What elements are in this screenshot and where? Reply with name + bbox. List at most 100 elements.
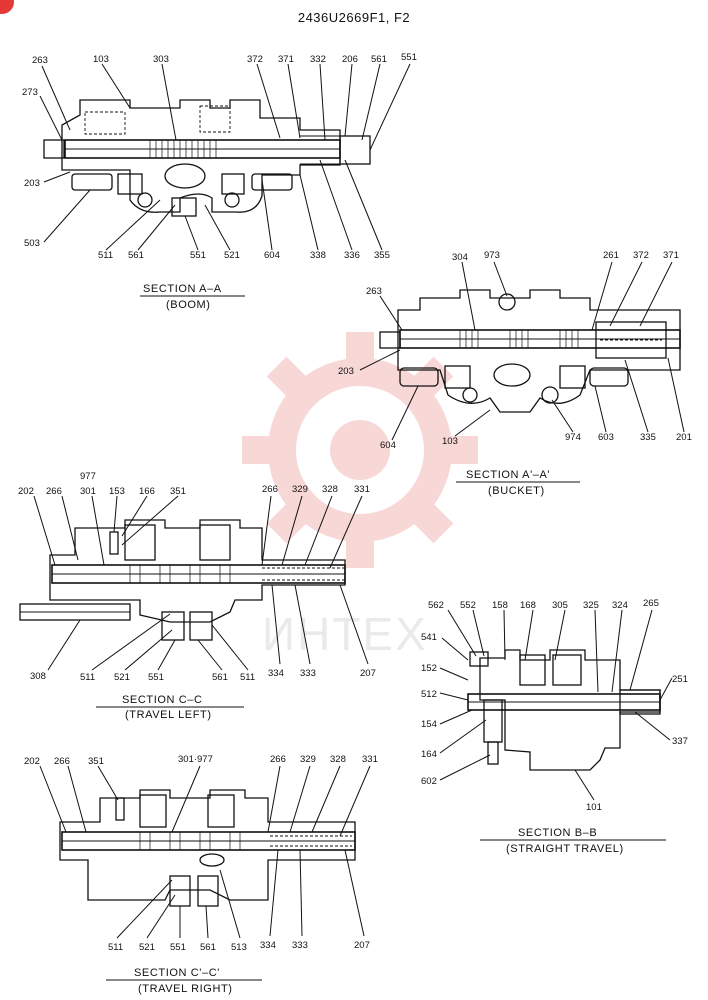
section-cc-drawing	[19, 519, 346, 641]
part-label: 301	[80, 486, 96, 497]
part-label: 551	[401, 52, 417, 63]
part-label: 266	[46, 486, 62, 497]
part-label: 332	[310, 54, 326, 65]
part-label: 604	[380, 440, 396, 451]
watermark-gear-logo: ИНТЕХ	[242, 332, 478, 660]
part-label: 973	[484, 250, 500, 261]
section-aa-labels: 263 273 103 303 372 371 332 206 561 551 …	[22, 52, 417, 261]
part-label: 263	[366, 286, 382, 297]
part-label: 551	[148, 672, 164, 683]
section-aap-leaders	[359, 261, 685, 441]
section-aap-caption: SECTION A'–A' (BUCKET)	[456, 469, 580, 497]
part-label: 325	[583, 600, 599, 611]
part-label: 333	[300, 668, 316, 679]
section-ccp-labels: 202 266 351 301·977 266 329 328 331 511 …	[24, 754, 378, 953]
part-label: 101	[586, 802, 602, 813]
section-title: SECTION B–B	[518, 827, 597, 839]
part-label: 206	[342, 54, 358, 65]
part-label: 329	[300, 754, 316, 765]
part-label: 304	[452, 252, 468, 263]
part-label: 207	[354, 940, 370, 951]
section-bb-labels: 562 552 158 168 305 325 324 265 541 152 …	[421, 598, 688, 813]
part-label: 202	[18, 486, 34, 497]
part-label: 201	[676, 432, 692, 443]
part-label: 328	[322, 484, 338, 495]
part-label: 503	[24, 238, 40, 249]
part-label: 541	[421, 632, 437, 643]
section-subtitle: (BUCKET)	[488, 485, 545, 497]
part-label: 521	[114, 672, 130, 683]
section-subtitle: (TRAVEL RIGHT)	[138, 983, 233, 995]
part-label: 154	[421, 719, 437, 730]
part-label: 153	[109, 486, 125, 497]
section-aap-labels: 304 973 261 372 371 263 203 604 103 974 …	[338, 250, 692, 451]
part-label: 603	[598, 432, 614, 443]
part-label: 561	[212, 672, 228, 683]
part-label: 273	[22, 87, 38, 98]
section-title: SECTION C'–C'	[134, 967, 220, 979]
part-label: 164	[421, 749, 437, 760]
part-label: 168	[520, 600, 536, 611]
section-ccp-leaders	[39, 765, 371, 939]
part-label: 974	[565, 432, 581, 443]
part-label: 371	[278, 54, 294, 65]
part-label: 372	[633, 250, 649, 261]
section-ccp-drawing	[59, 789, 356, 907]
section-aap-drawing	[379, 289, 681, 413]
part-label: 521	[224, 250, 240, 261]
part-label: 372	[247, 54, 263, 65]
watermark-text: ИНТЕХ	[262, 608, 428, 660]
section-cc-caption: SECTION C–C (TRAVEL LEFT)	[96, 694, 244, 721]
part-label: 308	[30, 671, 46, 682]
part-label: 328	[330, 754, 346, 765]
part-label: 202	[24, 756, 40, 767]
part-label: 551	[170, 942, 186, 953]
part-label: 103	[93, 54, 109, 65]
section-bb-caption: SECTION B–B (STRAIGHT TRAVEL)	[480, 827, 666, 855]
part-label: 266	[262, 484, 278, 495]
part-label: 334	[268, 668, 284, 679]
part-label: 371	[663, 250, 679, 261]
part-label: 266	[54, 756, 70, 767]
part-label: 511	[108, 942, 123, 953]
part-label: 333	[292, 940, 308, 951]
part-label: 561	[200, 942, 216, 953]
part-label: 561	[371, 54, 387, 65]
part-label: 521	[139, 942, 155, 953]
part-label: 303	[153, 54, 169, 65]
part-label: 263	[32, 55, 48, 66]
part-label: 335	[640, 432, 656, 443]
part-label: 207	[360, 668, 376, 679]
section-cc-leaders	[33, 495, 369, 671]
part-label: 561	[128, 250, 144, 261]
section-title: SECTION A'–A'	[466, 469, 550, 481]
part-label: 324	[612, 600, 628, 611]
part-label: 103	[442, 436, 458, 447]
part-label: 261	[603, 250, 619, 261]
part-label: 329	[292, 484, 308, 495]
section-ccp-caption: SECTION C'–C' (TRAVEL RIGHT)	[106, 967, 262, 995]
part-label: 331	[362, 754, 378, 765]
part-label: 602	[421, 776, 437, 787]
part-label: 512	[421, 689, 437, 700]
part-label: 604	[264, 250, 280, 261]
part-label: 562	[428, 600, 444, 611]
part-label: 552	[460, 600, 476, 611]
section-subtitle: (BOOM)	[166, 299, 211, 311]
part-label: 251	[672, 674, 688, 685]
part-label: 551	[190, 250, 206, 261]
section-aa-drawing	[43, 99, 371, 217]
drawing-title: 2436U2669F1, F2	[297, 10, 411, 25]
part-label: 301·977	[178, 754, 213, 765]
part-label: 337	[672, 736, 688, 747]
section-subtitle: (STRAIGHT TRAVEL)	[506, 843, 624, 855]
part-label: 511	[98, 250, 113, 261]
section-aa-leaders	[39, 63, 411, 251]
section-subtitle: (TRAVEL LEFT)	[125, 709, 212, 721]
part-label: 203	[338, 366, 354, 377]
part-label: 355	[374, 250, 390, 261]
part-label: 511	[80, 672, 95, 683]
part-label: 166	[139, 486, 155, 497]
